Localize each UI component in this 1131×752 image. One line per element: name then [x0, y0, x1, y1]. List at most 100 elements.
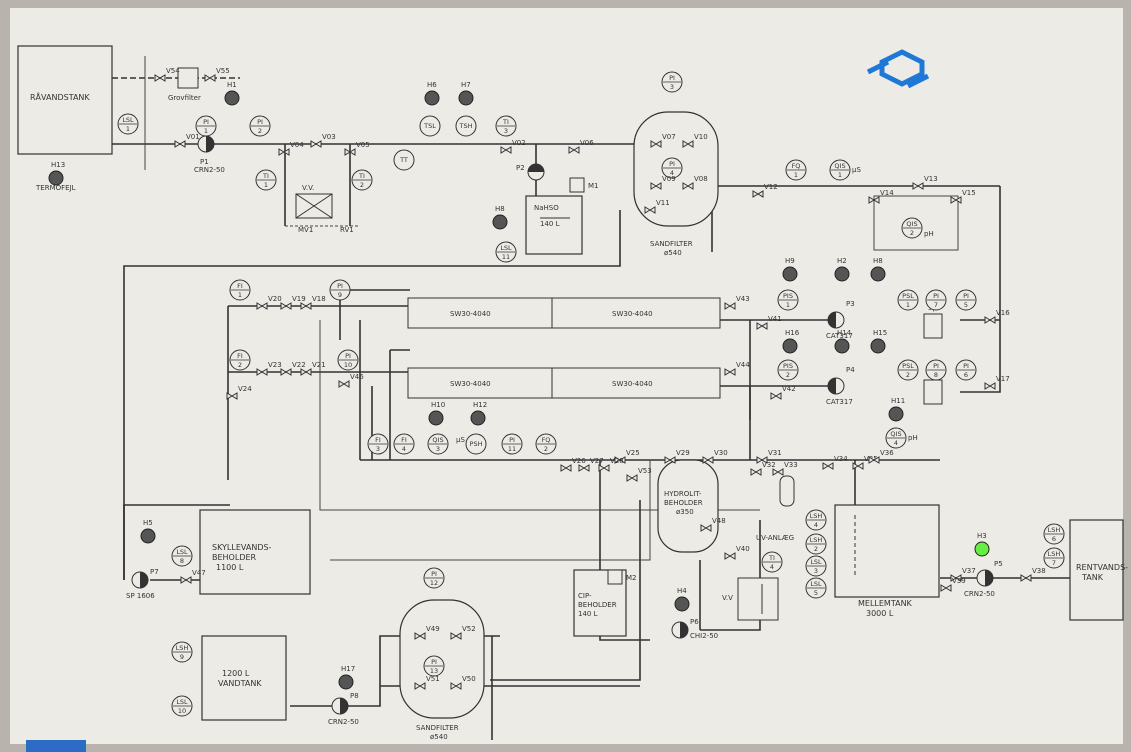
pump-p7[interactable]: P7 SP 1606: [126, 568, 159, 600]
valve-v14[interactable]: V14: [868, 189, 894, 204]
instrument-ti-2[interactable]: TI2: [351, 169, 373, 191]
valve-v41[interactable]: V41: [756, 315, 782, 330]
instrument-pi-8[interactable]: PI8: [925, 359, 947, 381]
motor-m1[interactable]: M1: [569, 177, 599, 193]
valve-v10[interactable]: V10: [682, 133, 708, 148]
valve-v25[interactable]: V25: [614, 449, 640, 464]
instrument-tsh[interactable]: TSH: [455, 115, 477, 137]
instrument-fi-1[interactable]: FI1: [229, 279, 251, 301]
valve-v18[interactable]: V18: [300, 295, 326, 310]
valve-v02[interactable]: V02: [500, 139, 526, 154]
instrument-pi-5[interactable]: PI5: [955, 289, 977, 311]
valve-v15[interactable]: V15: [950, 189, 976, 204]
instrument-fi-3[interactable]: FI3: [367, 433, 389, 455]
instrument-fq-2[interactable]: FQ2: [535, 433, 557, 455]
instrument-pi-6[interactable]: PI6: [955, 359, 977, 381]
instrument-tsl[interactable]: TSL: [419, 115, 441, 137]
instrument-psh[interactable]: PSH: [465, 433, 487, 455]
valve-v29[interactable]: V29: [664, 449, 690, 464]
valve-v19[interactable]: V19: [280, 295, 306, 310]
valve-v03[interactable]: V03: [310, 133, 336, 148]
instrument-ti-1[interactable]: TI1: [255, 169, 277, 191]
valve-v24[interactable]: V24: [226, 385, 252, 400]
pump-p8[interactable]: P8 CRN2-50: [328, 692, 359, 726]
valve-v17[interactable]: V17: [984, 375, 1010, 390]
valve-v20[interactable]: V20: [256, 295, 282, 310]
valve-v31[interactable]: V31: [756, 449, 782, 464]
instrument-fi-2[interactable]: FI2: [229, 349, 251, 371]
valve-v49[interactable]: V49: [414, 625, 440, 640]
valve-v13[interactable]: V13: [912, 175, 938, 190]
pump-p2[interactable]: P2: [516, 163, 545, 181]
valve-v48[interactable]: V48: [700, 517, 726, 532]
valve-v27[interactable]: V27: [578, 457, 604, 472]
valve-v30[interactable]: V30: [702, 449, 728, 464]
instrument-fi-4[interactable]: FI4: [393, 433, 415, 455]
valve-v32[interactable]: V32: [750, 461, 776, 476]
instrument-pi-1[interactable]: PI1: [195, 115, 217, 137]
valve-v42[interactable]: V42: [770, 385, 796, 400]
instrument-tt[interactable]: TT: [393, 149, 415, 171]
pump-p1[interactable]: P1 CRN2-50: [194, 135, 225, 174]
instrument-pi-7[interactable]: PI7: [925, 289, 947, 311]
valve-v35[interactable]: V35: [852, 455, 878, 470]
instrument-pi-2[interactable]: PI2: [249, 115, 271, 137]
instrument-pi-9[interactable]: PI9: [329, 279, 351, 301]
valve-v06[interactable]: V06: [568, 139, 594, 154]
valve-v22[interactable]: V22: [280, 361, 306, 376]
instrument-pi-3[interactable]: PI3: [661, 71, 683, 93]
pump-p4[interactable]: P4 CAT317: [826, 366, 855, 406]
instrument-ti-4[interactable]: TI4: [761, 551, 783, 573]
instrument-fq-1[interactable]: FQ1: [785, 159, 807, 181]
valve-v34[interactable]: V34: [822, 455, 848, 470]
valve-v50[interactable]: V50: [450, 675, 476, 690]
valve-v07[interactable]: V07: [650, 133, 676, 148]
valve-v40[interactable]: V40: [724, 545, 750, 560]
valve-v36[interactable]: V36: [868, 449, 894, 464]
valve-v05[interactable]: V05: [344, 141, 370, 156]
valve-v08[interactable]: V08: [682, 175, 708, 190]
pump-p5[interactable]: P5 CRN2-50: [964, 560, 1003, 598]
pump-p3[interactable]: P3 CAT317: [826, 300, 855, 340]
valve-v47[interactable]: V47: [180, 569, 206, 584]
valve-v46[interactable]: V46: [338, 373, 364, 388]
valve-v21[interactable]: V21: [300, 361, 326, 376]
valve-v01[interactable]: V01: [174, 133, 200, 148]
valve-v51[interactable]: V51: [414, 675, 440, 690]
valve-v37[interactable]: V37: [950, 567, 976, 582]
valve-v44[interactable]: V44: [724, 361, 750, 376]
valve-v26[interactable]: V26: [560, 457, 586, 472]
valve-v11[interactable]: V11: [644, 199, 670, 214]
valve-v39[interactable]: V39: [940, 577, 966, 592]
valve-v16[interactable]: V16: [984, 309, 1010, 324]
motor-m2[interactable]: M2: [607, 569, 637, 585]
valve-v38[interactable]: V38: [1020, 567, 1046, 582]
valve-v53[interactable]: V53: [626, 467, 652, 482]
instrument-ti-3[interactable]: TI3: [495, 115, 517, 137]
valve-v28[interactable]: V28: [598, 457, 624, 472]
valve-v33[interactable]: V33: [772, 461, 798, 476]
valve-v23[interactable]: V23: [256, 361, 282, 376]
